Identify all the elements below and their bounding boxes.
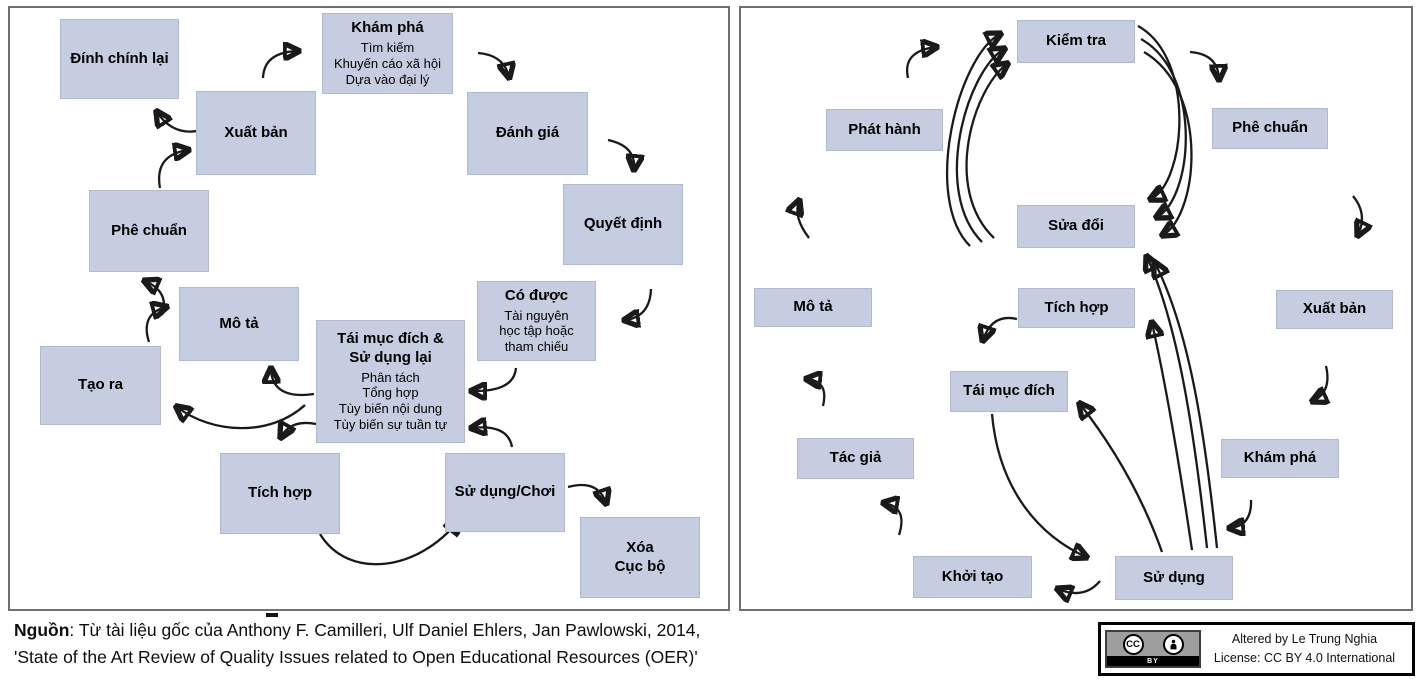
- node-dinh-chinh-lai: Đính chính lại: [60, 19, 179, 99]
- node-tich-hop: Tích hợp: [220, 453, 340, 534]
- license-text: Altered by Le Trung Nghia License: CC BY…: [1201, 630, 1408, 668]
- node-quyet-dinh: Quyết định: [563, 184, 683, 265]
- node-tao-ra: Tạo ra: [40, 346, 161, 425]
- node-title: Sử dụng/Chơi: [454, 483, 556, 501]
- node-mo-ta: Mô tả: [179, 287, 299, 361]
- node-kham-pha-right: Khám phá: [1221, 439, 1339, 478]
- node-title: Tích hợp: [1044, 298, 1109, 316]
- node-title: Tác giả: [829, 449, 882, 467]
- node-title: Phê chuẩn: [1232, 119, 1308, 137]
- node-subtext: Tài nguyên học tập hoặc tham chiếu: [499, 307, 574, 355]
- license-badge: CC BY Altered by Le Trung Nghia License:…: [1098, 622, 1415, 676]
- cc-icon: CC: [1122, 633, 1144, 655]
- license-line1: Altered by Le Trung Nghia: [1231, 632, 1378, 647]
- cc-by-logo: CC BY: [1105, 630, 1201, 668]
- node-tai-muc-dich-su-dung-lai: Tái mục đích & Sử dụng lại Phân tách Tổn…: [316, 320, 465, 443]
- node-title: Quyết định: [583, 215, 663, 233]
- node-title: Đính chính lại: [70, 49, 169, 67]
- attribution-person-icon: [1162, 633, 1184, 655]
- node-tich-hop-right: Tích hợp: [1018, 288, 1135, 328]
- node-subtext: Phân tách Tổng hợp Tùy biến nội dung Tùy…: [333, 369, 448, 433]
- node-title: Khởi tạo: [941, 567, 1004, 585]
- node-phe-chuan: Phê chuẩn: [89, 190, 209, 272]
- node-kham-pha: Khám phá Tìm kiếm Khuyến cáo xã hội Dựa …: [322, 13, 453, 94]
- node-title: Sử dụng: [1143, 568, 1205, 586]
- node-title: Xuất bản: [1302, 300, 1367, 318]
- node-tac-gia: Tác giả: [797, 438, 914, 479]
- node-title: Tái mục đích: [963, 382, 1055, 400]
- left-panel: [8, 6, 730, 611]
- node-title: Xóa Cục bộ: [614, 538, 666, 575]
- node-title: Tái mục đích & Sử dụng lại: [337, 330, 444, 366]
- node-xuat-ban-right: Xuất bản: [1276, 290, 1393, 329]
- node-su-dung-choi: Sử dụng/Chơi: [445, 453, 565, 532]
- node-title: Tạo ra: [77, 376, 123, 394]
- node-title: Khám phá: [351, 19, 424, 37]
- node-title: Phát hành: [848, 120, 921, 138]
- node-title: Có được: [504, 286, 569, 304]
- node-title: Khám phá: [1243, 449, 1317, 467]
- node-khoi-tao: Khởi tạo: [913, 556, 1032, 598]
- source-text: : Từ tài liệu gốc của Anthony F. Camille…: [69, 620, 701, 640]
- node-phe-chuan-right: Phê chuẩn: [1212, 108, 1328, 149]
- node-mo-ta-right: Mô tả: [754, 288, 872, 327]
- node-sua-doi: Sửa đổi: [1017, 205, 1135, 248]
- node-title: Mô tả: [219, 314, 259, 332]
- node-title: Xuất bản: [224, 123, 288, 141]
- node-xuat-ban: Xuất bản: [196, 91, 316, 175]
- node-subtext: Tìm kiếm Khuyến cáo xã hội Dựa vào đại l…: [334, 40, 441, 87]
- stray-dash: [266, 613, 278, 617]
- node-kiem-tra: Kiểm tra: [1017, 20, 1135, 63]
- cc-by-strip: BY: [1107, 656, 1199, 666]
- source-note-line2: 'State of the Art Review of Quality Issu…: [14, 646, 698, 667]
- node-title: Tích hợp: [248, 484, 312, 502]
- node-phat-hanh: Phát hành: [826, 109, 943, 151]
- source-note-line1: Nguồn: Từ tài liệu gốc của Anthony F. Ca…: [14, 617, 700, 644]
- source-note: Nguồn: Từ tài liệu gốc của Anthony F. Ca…: [14, 617, 700, 670]
- node-danh-gia: Đánh giá: [467, 92, 588, 175]
- license-line2: License: CC BY 4.0 International: [1213, 651, 1396, 665]
- cc-logo-circles: CC: [1107, 632, 1199, 656]
- node-title: Phê chuẩn: [111, 221, 187, 239]
- node-title: Đánh giá: [495, 124, 560, 142]
- node-tai-muc-dich: Tái mục đích: [950, 371, 1068, 412]
- node-title: Kiểm tra: [1045, 32, 1107, 50]
- node-su-dung: Sử dụng: [1115, 556, 1233, 600]
- node-co-duoc: Có được Tài nguyên học tập hoặc tham chi…: [477, 281, 596, 361]
- source-label: Nguồn: [14, 620, 70, 640]
- node-title: Mô tả: [793, 298, 833, 316]
- node-title: Sửa đổi: [1048, 217, 1104, 235]
- node-xoa-cuc-bo: Xóa Cục bộ: [580, 517, 700, 598]
